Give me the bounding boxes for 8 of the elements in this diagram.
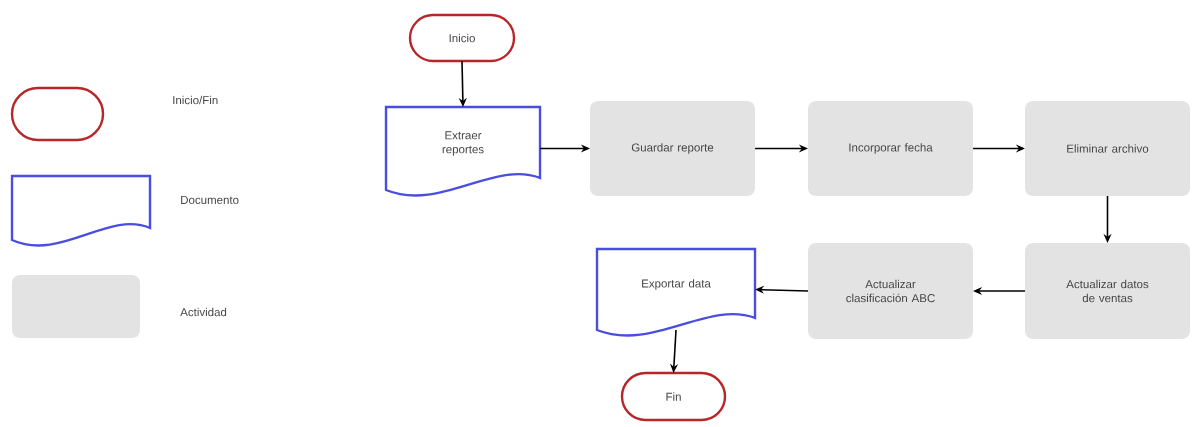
activity-box: Actualizar clasificación ABC [808, 243, 973, 339]
activity-box: Eliminar archivo [1025, 101, 1190, 196]
legend-entry: Actividad [12, 275, 227, 338]
activity-box: Incorporar fecha [808, 101, 973, 196]
activity-box: Guardar reporte [590, 101, 755, 196]
activity-box: Actualizar datos de ventas [1025, 243, 1190, 339]
legend-entry: Inicio/Fin [10, 86, 218, 142]
legend-entry: Documento [10, 174, 239, 247]
